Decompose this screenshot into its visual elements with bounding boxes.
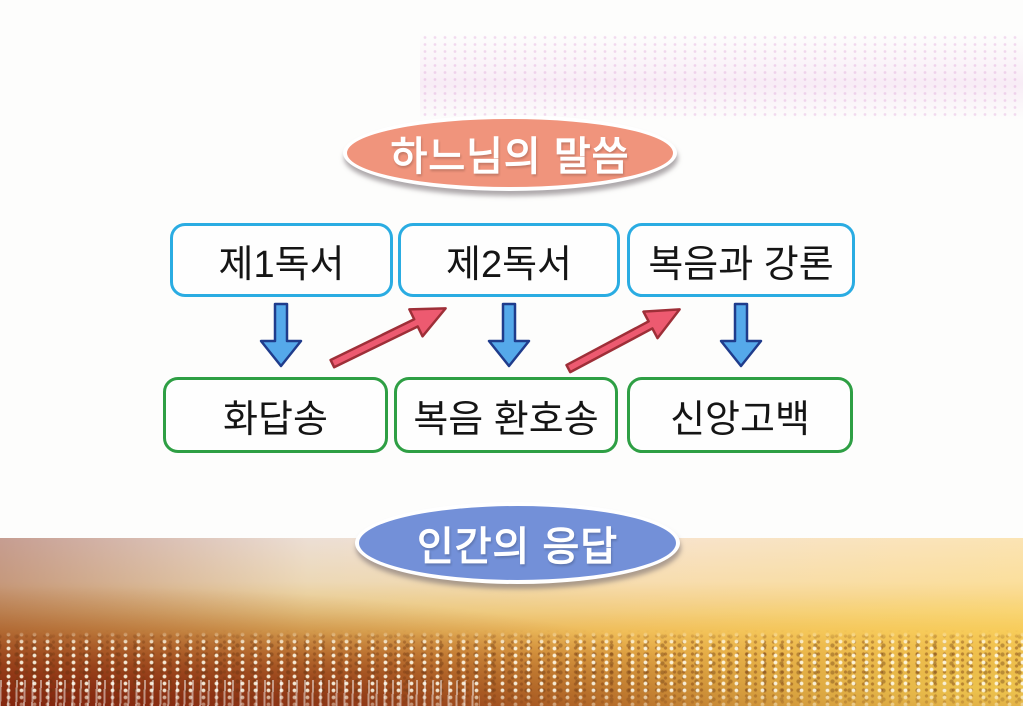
node-label: 복음 환호송 bbox=[413, 398, 599, 441]
pink-wash-texture bbox=[420, 34, 1023, 120]
human-response-label: 인간의 응답 bbox=[416, 525, 619, 569]
node-responsorial-psalm: 화답송 bbox=[163, 377, 388, 453]
node-label: 화답송 bbox=[223, 398, 328, 441]
node-profession-of-faith: 신앙고백 bbox=[627, 377, 853, 453]
human-response-oval: 인간의 응답 bbox=[355, 502, 680, 584]
node-label: 신앙고백 bbox=[670, 398, 810, 441]
word-of-god-oval: 하느님의 말씀 bbox=[343, 115, 677, 191]
node-first-reading: 제1독서 bbox=[170, 223, 393, 297]
node-second-reading: 제2독서 bbox=[398, 223, 620, 297]
watercolor-grass-texture bbox=[0, 680, 480, 706]
node-label: 복음과 강론 bbox=[648, 243, 834, 286]
down-arrow-icon bbox=[719, 301, 763, 369]
node-label: 제1독서 bbox=[218, 243, 345, 286]
node-gospel-acclamation: 복음 환호송 bbox=[394, 377, 618, 453]
watercolor-speckles bbox=[0, 630, 1023, 706]
node-gospel-homily: 복음과 강론 bbox=[627, 223, 855, 297]
word-of-god-label: 하느님의 말씀 bbox=[390, 135, 630, 179]
down-arrow-icon bbox=[259, 301, 303, 369]
diagonal-up-arrow-icon bbox=[557, 292, 690, 386]
down-arrow-icon bbox=[487, 301, 531, 369]
diagonal-up-arrow-icon bbox=[322, 291, 456, 381]
node-label: 제2독서 bbox=[445, 243, 572, 286]
